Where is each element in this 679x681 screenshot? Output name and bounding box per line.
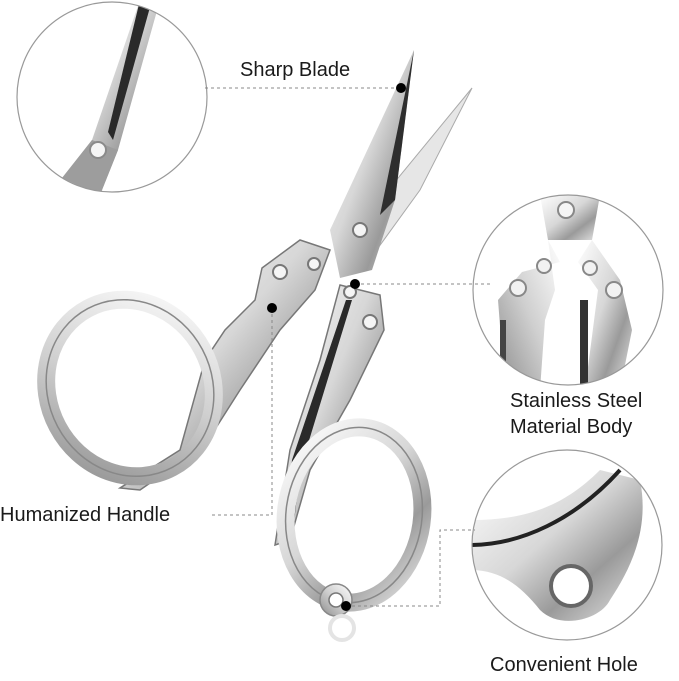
handle-callout-line bbox=[210, 308, 273, 516]
callout-dots bbox=[267, 83, 406, 611]
blade-detail-circle bbox=[16, 1, 208, 193]
convenient-hole-label: Convenient Hole bbox=[490, 654, 638, 676]
hinge-detail-circle bbox=[472, 194, 664, 386]
hole-callout-line bbox=[346, 529, 475, 607]
handle-dot bbox=[267, 303, 277, 313]
stainless-steel-line1: Stainless Steel bbox=[510, 390, 643, 412]
steel-dot bbox=[350, 279, 360, 289]
stainless-steel-label: Stainless Steel Material Body bbox=[510, 388, 642, 440]
hole-detail-circle bbox=[471, 449, 663, 641]
humanized-handle-label: Humanized Handle bbox=[0, 504, 171, 526]
sharp-blade-label: Sharp Blade bbox=[240, 59, 351, 81]
blade-dot bbox=[396, 83, 406, 93]
stainless-steel-line2: Material Body bbox=[510, 416, 633, 438]
scissors bbox=[37, 50, 473, 642]
hole-dot bbox=[341, 601, 351, 611]
callouts bbox=[205, 87, 490, 607]
